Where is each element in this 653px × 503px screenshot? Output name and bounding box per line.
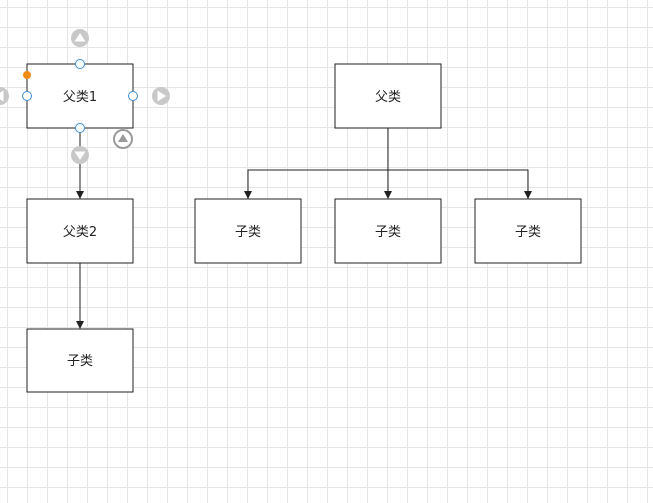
rotate-handle-icon[interactable] — [23, 71, 31, 79]
node-box[interactable] — [474, 198, 582, 264]
node-label: 父类1 — [63, 90, 97, 105]
node-label: 子类 — [67, 354, 93, 369]
connection-point-left[interactable] — [22, 91, 32, 101]
node-box[interactable] — [194, 198, 302, 264]
node-label: 子类 — [235, 225, 261, 240]
node-box[interactable] — [334, 198, 442, 264]
node-box[interactable] — [26, 198, 134, 264]
node-box[interactable] — [26, 328, 134, 393]
arrow-down-icon[interactable] — [71, 146, 89, 164]
node-box[interactable] — [26, 63, 134, 129]
node-parent-2[interactable]: 父类2 — [26, 198, 134, 264]
edge-layer — [76, 128, 532, 329]
node-child-2[interactable]: 子类 — [334, 198, 442, 264]
connection-point-bottom[interactable] — [75, 123, 85, 133]
arrow-right-icon[interactable] — [152, 87, 170, 105]
node-child-1[interactable]: 子类 — [194, 198, 302, 264]
edge-n4-n5[interactable] — [244, 128, 389, 199]
node-child-left-column[interactable]: 子类 — [26, 328, 134, 393]
node-label: 子类 — [515, 225, 541, 240]
node-label: 父类 — [375, 90, 401, 105]
connection-point-top[interactable] — [75, 59, 85, 69]
edge-n4-n7[interactable] — [387, 128, 532, 199]
selection-handles — [22, 59, 138, 133]
node-label: 子类 — [375, 225, 401, 240]
arrow-up-icon[interactable] — [71, 29, 89, 47]
arrow-left-icon[interactable] — [0, 87, 9, 105]
node-box[interactable] — [334, 63, 442, 129]
rotate-hint-icon[interactable] — [113, 129, 133, 149]
node-child-3[interactable]: 子类 — [474, 198, 582, 264]
connection-point-right[interactable] — [128, 91, 138, 101]
node-label: 父类2 — [63, 225, 97, 240]
arrow-hints — [0, 29, 170, 164]
node-parent-1[interactable]: 父类1 — [26, 63, 134, 129]
node-parent[interactable]: 父类 — [334, 63, 442, 129]
